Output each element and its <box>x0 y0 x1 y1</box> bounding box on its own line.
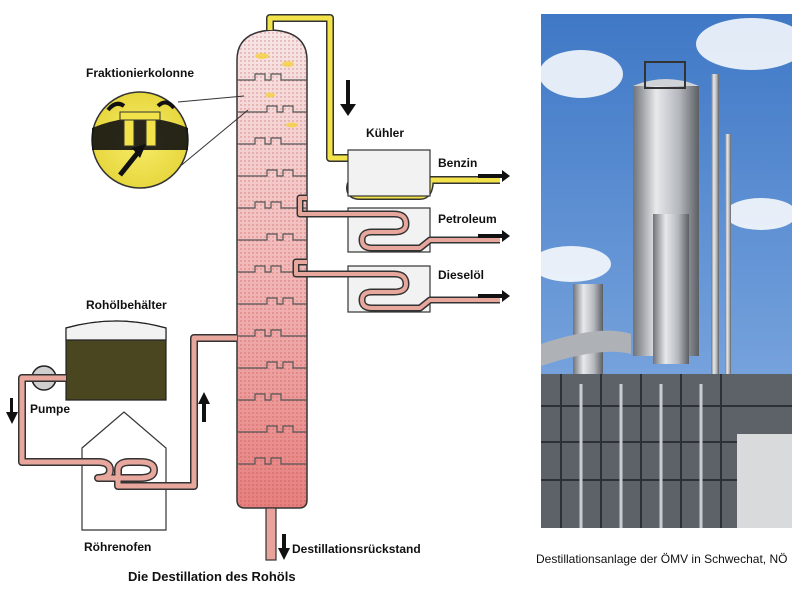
label-roehrenofen: Röhrenofen <box>84 540 152 554</box>
photo-caption: Destillationsanlage der ÖMV in Schwechat… <box>536 552 788 566</box>
diagram-caption: Die Destillation des Rohöls <box>128 569 296 584</box>
label-destillationsrueckstand: Destillationsrückstand <box>292 542 421 556</box>
crude-oil-pipe <box>18 334 237 490</box>
label-rohoelbehaelter: Rohölbehälter <box>86 298 167 312</box>
pump-flow-arrow-shaft <box>10 398 13 414</box>
flow-arrow-down <box>340 80 356 116</box>
column-trays <box>237 73 307 465</box>
label-petroleum: Petroleum <box>438 212 497 226</box>
petroleum-pipe <box>296 194 500 252</box>
label-pumpe: Pumpe <box>30 402 71 416</box>
refinery-photo <box>541 14 792 528</box>
dieseloel-pipe <box>292 258 500 312</box>
cooler-benzin <box>347 149 431 197</box>
label-kuehler: Kühler <box>366 126 405 140</box>
distillation-diagram <box>6 14 510 561</box>
tray-detail-lens <box>91 91 249 189</box>
label-dieseloel: Dieselöl <box>438 268 485 282</box>
output-arrows <box>478 170 510 302</box>
fractionating-column <box>236 29 308 561</box>
label-benzin: Benzin <box>438 156 478 170</box>
crude-oil-tank <box>65 320 167 401</box>
label-fraktionierkolonne: Fraktionierkolonne <box>86 66 195 80</box>
